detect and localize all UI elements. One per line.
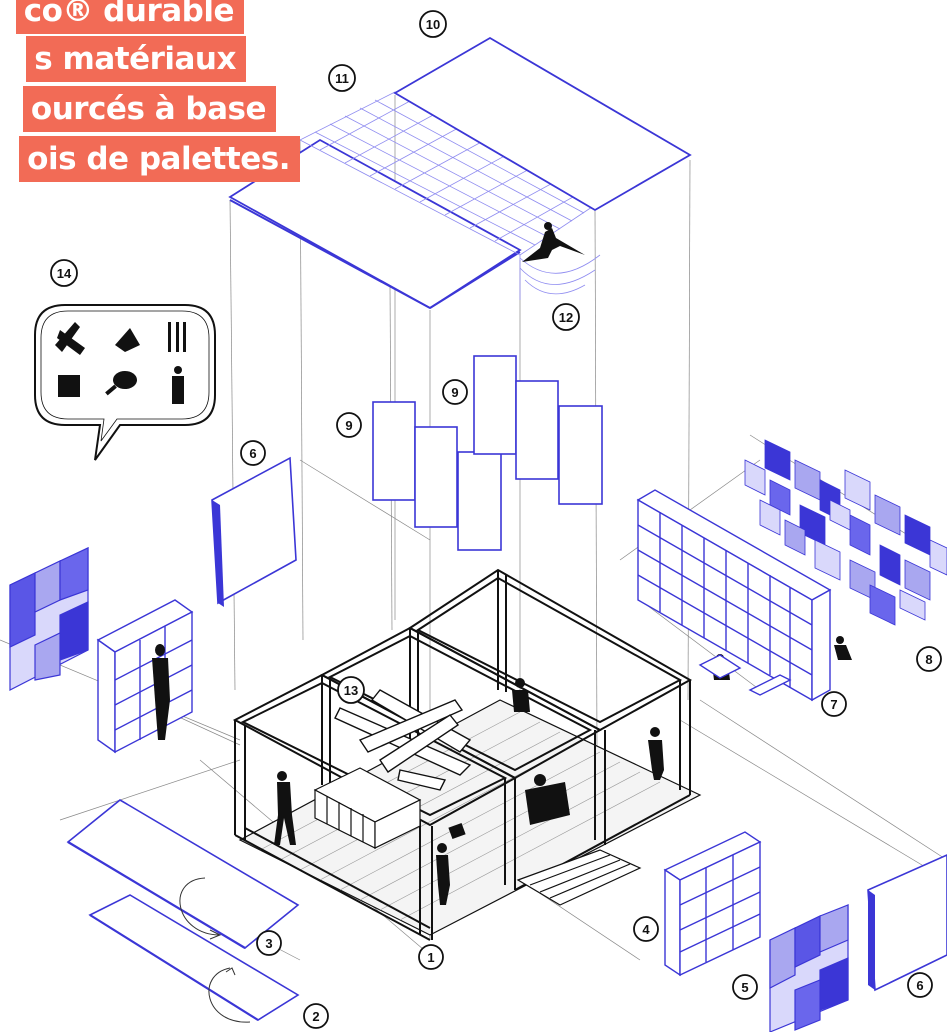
armchair-icon: [58, 375, 80, 397]
marker-3: 3: [257, 931, 281, 955]
marker-1: 1: [419, 945, 443, 969]
container-structure: [235, 570, 700, 940]
shelf-unit-bottom: [665, 832, 760, 975]
title-line-4: ois de palettes.: [19, 136, 300, 182]
wall-panel-left: [212, 458, 296, 607]
svg-text:1: 1: [427, 950, 434, 965]
svg-text:8: 8: [925, 652, 932, 667]
svg-text:4: 4: [642, 922, 650, 937]
marker-8: 8: [917, 647, 941, 671]
svg-text:12: 12: [559, 310, 573, 325]
svg-text:2: 2: [312, 1009, 319, 1024]
svg-text:11: 11: [335, 71, 349, 86]
svg-text:9: 9: [451, 385, 458, 400]
hanging-panels: [373, 356, 602, 550]
svg-text:6: 6: [916, 978, 923, 993]
marker-4: 4: [634, 917, 658, 941]
svg-text:10: 10: [426, 17, 440, 32]
svg-text:7: 7: [830, 697, 837, 712]
roof-volume-right: [395, 38, 690, 210]
svg-text:3: 3: [265, 936, 272, 951]
title-line-2: s matériaux: [26, 36, 246, 82]
marker-6-left: 6: [241, 441, 265, 465]
cutlery-icon: [168, 322, 186, 352]
svg-text:5: 5: [741, 980, 748, 995]
marker-5: 5: [733, 975, 757, 999]
shelf-unit-left: [98, 600, 192, 752]
marker-9-right: 9: [443, 380, 467, 404]
title-line-3: ourcés à base: [23, 86, 276, 132]
wall-panel-right: [868, 855, 947, 990]
marker-14: 14: [51, 260, 77, 286]
svg-text:13: 13: [344, 683, 358, 698]
marker-13: 13: [338, 677, 364, 703]
color-panel-left: [10, 548, 88, 690]
svg-text:9: 9: [345, 418, 352, 433]
marker-10: 10: [420, 11, 446, 37]
marker-7: 7: [822, 692, 846, 716]
color-panel-bottom: [770, 905, 848, 1032]
marker-11: 11: [329, 65, 355, 91]
title-line-1: co® durable: [16, 0, 244, 34]
svg-text:6: 6: [249, 446, 256, 461]
svg-text:14: 14: [57, 266, 72, 281]
marker-6-right: 6: [908, 973, 932, 997]
marker-12: 12: [553, 304, 579, 330]
marker-2: 2: [304, 1004, 328, 1028]
marker-9-left: 9: [337, 413, 361, 437]
